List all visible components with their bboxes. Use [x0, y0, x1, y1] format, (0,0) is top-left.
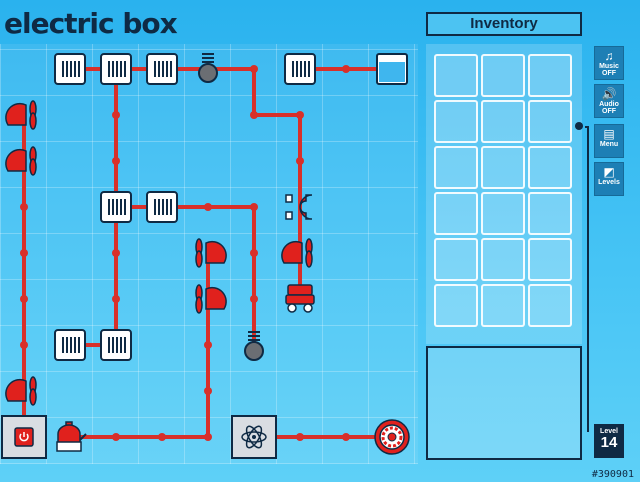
power-switch[interactable] — [1, 415, 47, 459]
inventory-slot[interactable] — [481, 100, 525, 143]
joint — [250, 203, 258, 211]
circuit-layer — [1, 53, 410, 459]
item-preview-panel — [426, 346, 582, 460]
joint — [112, 433, 120, 441]
inventory-slot[interactable] — [434, 54, 478, 97]
joint — [204, 203, 212, 211]
inventory-slot[interactable] — [528, 54, 572, 97]
spring-weight-component[interactable] — [198, 53, 218, 83]
inventory-slot[interactable] — [481, 54, 525, 97]
inventory-slot[interactable] — [528, 284, 572, 327]
joint — [204, 433, 212, 441]
music-label: Music — [599, 63, 619, 70]
game-logo: electric box — [4, 7, 178, 40]
magnet-component[interactable] — [285, 194, 313, 220]
inventory-scroll-handle[interactable] — [575, 122, 583, 130]
joint — [342, 65, 350, 73]
joint — [112, 111, 120, 119]
battery-block[interactable] — [100, 191, 132, 223]
fan-component[interactable] — [5, 146, 37, 176]
battery-block[interactable] — [100, 329, 132, 361]
joint — [112, 249, 120, 257]
joint — [20, 295, 28, 303]
wire — [252, 69, 302, 207]
joint — [250, 249, 258, 257]
inventory-grid — [426, 44, 582, 344]
joint — [296, 157, 304, 165]
battery-block[interactable] — [54, 329, 86, 361]
inventory-slot[interactable] — [528, 100, 572, 143]
joint — [250, 111, 258, 119]
audio-state: OFF — [602, 108, 616, 115]
fan-component[interactable] — [195, 238, 227, 268]
fan-component[interactable] — [195, 284, 227, 314]
level-number: 14 — [600, 434, 618, 451]
battery-block[interactable] — [146, 191, 178, 223]
fan-components — [5, 100, 313, 406]
fan-component[interactable] — [281, 238, 313, 268]
menu-button[interactable]: ▤ Menu — [594, 124, 624, 158]
inventory-slot[interactable] — [528, 146, 572, 189]
audio-toggle-button[interactable]: 🔊 Audio OFF — [594, 84, 624, 118]
battery-block[interactable] — [54, 53, 86, 85]
joint — [342, 433, 350, 441]
atom-generator[interactable] — [231, 415, 277, 459]
inventory-slot[interactable] — [434, 192, 478, 235]
inventory-slot[interactable] — [434, 284, 478, 327]
joint — [20, 341, 28, 349]
inventory-slot[interactable] — [434, 238, 478, 281]
inventory-slot[interactable] — [481, 284, 525, 327]
inventory-title: Inventory — [426, 12, 582, 36]
inventory-slot[interactable] — [528, 238, 572, 281]
joint — [250, 65, 258, 73]
battery-components — [54, 53, 316, 361]
music-note-icon: ♫ — [604, 49, 614, 63]
fan-component[interactable] — [5, 376, 37, 406]
joint — [158, 433, 166, 441]
joint — [204, 341, 212, 349]
inventory-slot[interactable] — [528, 192, 572, 235]
watermark: #390901 — [591, 469, 634, 480]
robot-component[interactable] — [285, 284, 315, 313]
turbine-component[interactable] — [374, 419, 410, 455]
inventory-slot[interactable] — [481, 146, 525, 189]
level-label: Level — [600, 428, 618, 435]
battery-block[interactable] — [284, 53, 316, 85]
levels-icon: ◩ — [603, 165, 615, 179]
joint — [296, 111, 304, 119]
joint — [20, 203, 28, 211]
inventory-slot[interactable] — [481, 192, 525, 235]
joint — [296, 433, 304, 441]
music-state: OFF — [602, 70, 616, 77]
power-icon — [19, 432, 29, 442]
water-tank-component[interactable] — [376, 53, 408, 85]
menu-icon: ▤ — [603, 127, 615, 141]
level-indicator: Level 14 — [594, 424, 624, 458]
joint — [112, 157, 120, 165]
battery-block[interactable] — [146, 53, 178, 85]
speaker-icon: 🔊 — [601, 87, 617, 101]
audio-label: Audio — [599, 101, 619, 108]
atom-icon — [252, 435, 256, 439]
music-toggle-button[interactable]: ♫ Music OFF — [594, 46, 624, 80]
menu-label: Menu — [599, 141, 619, 148]
battery-block[interactable] — [100, 53, 132, 85]
wire — [116, 205, 256, 345]
inventory-slot[interactable] — [434, 100, 478, 143]
joint — [204, 387, 212, 395]
inventory-scroll-track[interactable] — [585, 126, 589, 432]
wire-joints — [20, 65, 350, 441]
levels-label: Levels — [598, 179, 620, 186]
kettle-component[interactable] — [56, 421, 87, 452]
joint — [20, 249, 28, 257]
joint — [250, 295, 258, 303]
inventory-slot[interactable] — [434, 146, 478, 189]
inventory-slot[interactable] — [481, 238, 525, 281]
levels-button[interactable]: ◩ Levels — [594, 162, 624, 196]
spring-weight-component[interactable] — [244, 331, 264, 361]
joint — [112, 295, 120, 303]
fan-component[interactable] — [5, 100, 37, 130]
